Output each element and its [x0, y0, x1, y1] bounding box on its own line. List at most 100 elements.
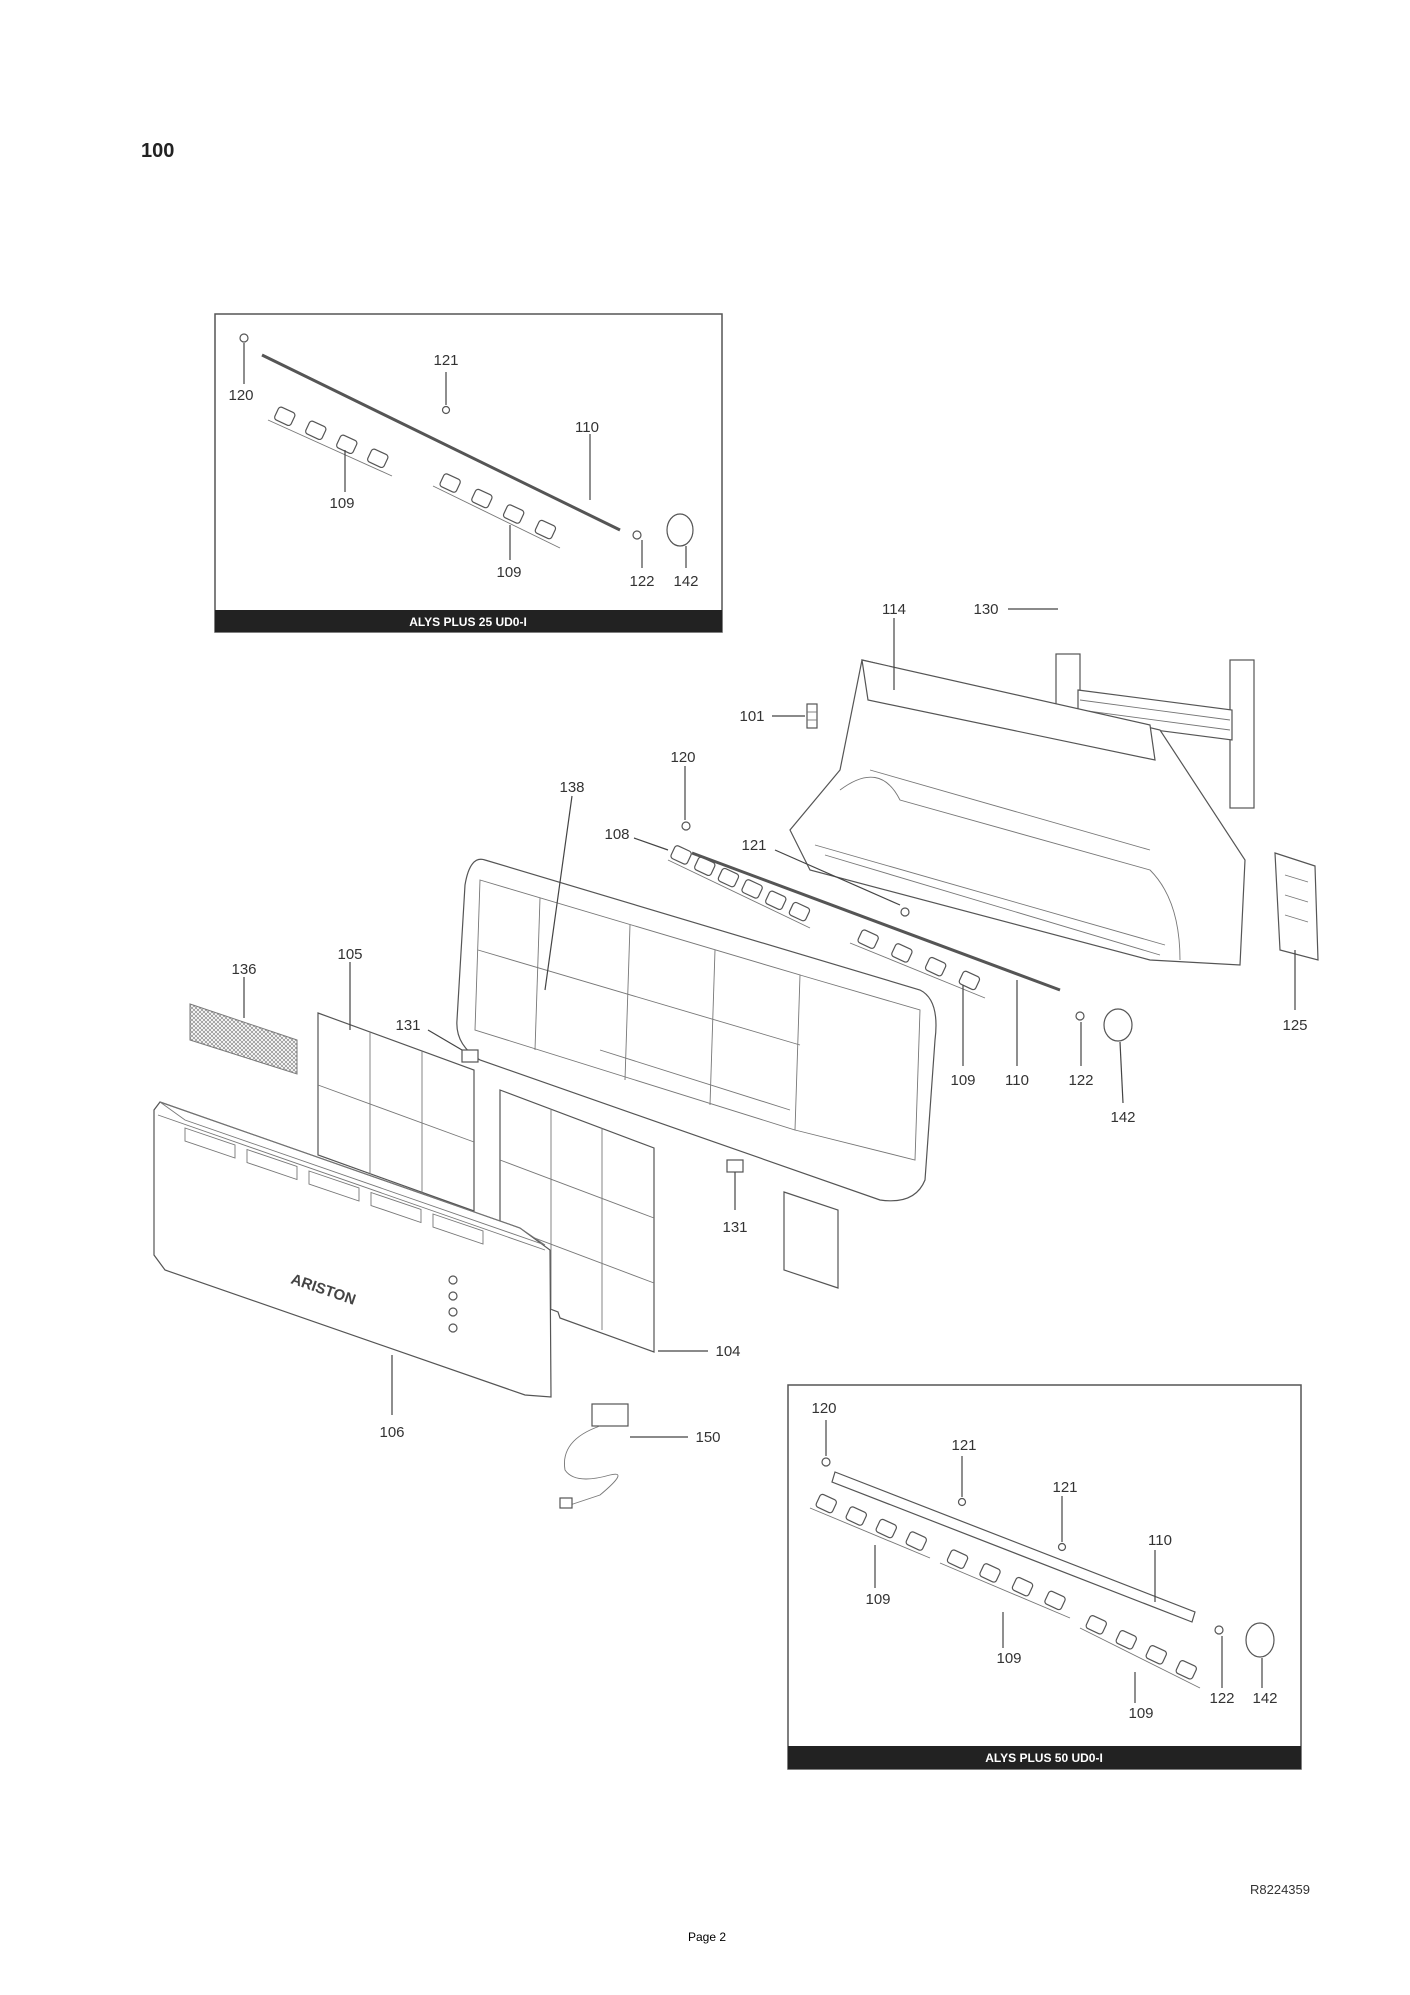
part-108-louver-row	[667, 845, 811, 929]
callout-122: 122	[629, 573, 654, 590]
callout-120: 120	[228, 387, 253, 404]
louver-blade	[502, 504, 525, 524]
part-109-louver-row	[809, 1493, 931, 1559]
callout-131: 131	[722, 1219, 747, 1236]
callout-114: 114	[882, 601, 906, 618]
callout-121: 121	[951, 1437, 976, 1454]
louver-blade	[305, 420, 327, 441]
callout-109: 109	[329, 495, 354, 512]
callout-110: 110	[1005, 1072, 1029, 1089]
part-110-louver-bar	[691, 851, 1061, 992]
louver-blade	[1044, 1590, 1066, 1611]
part-121-bushing	[957, 1497, 967, 1507]
page-number: Page 2	[688, 1930, 727, 1944]
part-122-bushing	[1075, 1011, 1085, 1021]
leader-lines	[243, 608, 1296, 1438]
part-120-bushing	[821, 1457, 831, 1467]
louver-blade	[336, 434, 358, 455]
indicator-light	[448, 1307, 458, 1317]
part-101-screw	[806, 703, 818, 729]
part-142-motor	[666, 513, 694, 547]
part-150-display-cable	[559, 1403, 629, 1509]
louver-blade	[741, 879, 763, 899]
louver-blade	[670, 845, 692, 865]
callout-109: 109	[865, 1591, 890, 1608]
document-reference: R8224359	[1250, 1882, 1310, 1897]
part-109-louver-row	[939, 1549, 1071, 1619]
callout-110: 110	[575, 419, 599, 436]
callout-109: 109	[1128, 1705, 1153, 1722]
callout-125: 125	[1282, 1017, 1307, 1034]
louver-blade	[274, 406, 296, 427]
inset-title-bar	[215, 610, 722, 632]
louver-blade	[905, 1531, 927, 1551]
part-122-bushing	[1214, 1625, 1224, 1635]
part-136-mesh-filter	[189, 1003, 298, 1075]
main-exploded-view: ARISTON	[153, 601, 1319, 1509]
part-106-front-panel: ARISTON	[153, 1101, 552, 1398]
callout-121: 121	[433, 352, 458, 369]
callout-110: 110	[1148, 1532, 1172, 1549]
callout-121: 121	[741, 837, 766, 854]
electrical-box-cover	[783, 1191, 839, 1289]
louver-blade	[717, 867, 740, 888]
section-number: 100	[141, 140, 175, 162]
grill-opening	[370, 1191, 422, 1224]
grill-opening	[246, 1148, 298, 1181]
callout-150: 150	[695, 1429, 720, 1446]
part-109-louver-row	[267, 406, 393, 477]
inset-frame	[214, 313, 723, 633]
louver-shaft	[809, 1507, 931, 1559]
louver-blade	[534, 519, 557, 540]
inset-alys-plus-25: ALYS PLUS 25 UD0-I 120 121 110 109 109 1…	[214, 313, 723, 633]
callout-142: 142	[1252, 1690, 1277, 1707]
inset-title-bar	[788, 1746, 1301, 1769]
callout-122: 122	[1068, 1072, 1093, 1089]
part-109-louver-row	[1079, 1615, 1201, 1689]
louver-shaft	[1079, 1627, 1201, 1689]
callout-121: 121	[1052, 1479, 1077, 1496]
part-131-clip	[461, 1049, 479, 1063]
part-114-rear-chassis	[789, 659, 1246, 966]
callout-142: 142	[673, 573, 698, 590]
louver-blade	[1085, 1615, 1107, 1635]
louver-blade	[1115, 1630, 1137, 1650]
louver-shaft	[432, 485, 561, 549]
louver-blade	[924, 956, 947, 977]
louver-blade	[765, 890, 787, 911]
louver-blade	[1011, 1576, 1034, 1597]
inset-alys-plus-50: ALYS PLUS 50 UD0-I 120 121 121 110 109 1…	[787, 1384, 1302, 1770]
part-120-bushing	[239, 333, 249, 343]
part-142-motor	[1103, 1008, 1133, 1042]
callout-109: 109	[996, 1650, 1021, 1667]
louver-blade	[946, 1549, 969, 1569]
indicator-light	[448, 1275, 458, 1285]
callout-136: 136	[231, 961, 256, 978]
callout-106: 106	[379, 1424, 404, 1441]
part-131-clip	[726, 1159, 744, 1173]
callout-131: 131	[395, 1017, 420, 1034]
callout-105: 105	[337, 946, 362, 963]
louver-blade	[958, 970, 981, 991]
louver-blade	[788, 901, 811, 922]
louver-blade	[979, 1563, 1001, 1583]
callout-109: 109	[496, 564, 521, 581]
part-122-bushing	[632, 530, 642, 540]
part-130-mounting-bracket	[1055, 653, 1255, 809]
part-105-air-filter	[317, 1012, 475, 1212]
part-121-bushing	[441, 405, 451, 415]
part-121-bushing	[900, 907, 910, 917]
callout-120: 120	[670, 749, 695, 766]
grill-opening	[308, 1170, 360, 1202]
part-142-motor	[1245, 1622, 1275, 1658]
louver-blade	[471, 488, 493, 509]
callout-142: 142	[1110, 1109, 1135, 1126]
grill-opening	[432, 1213, 484, 1245]
louver-blade	[857, 929, 879, 949]
callout-130: 130	[973, 601, 998, 618]
louver-blade	[875, 1518, 897, 1539]
louver-shaft	[939, 1562, 1071, 1619]
louver-blade	[891, 943, 913, 963]
callout-109: 109	[950, 1072, 975, 1089]
